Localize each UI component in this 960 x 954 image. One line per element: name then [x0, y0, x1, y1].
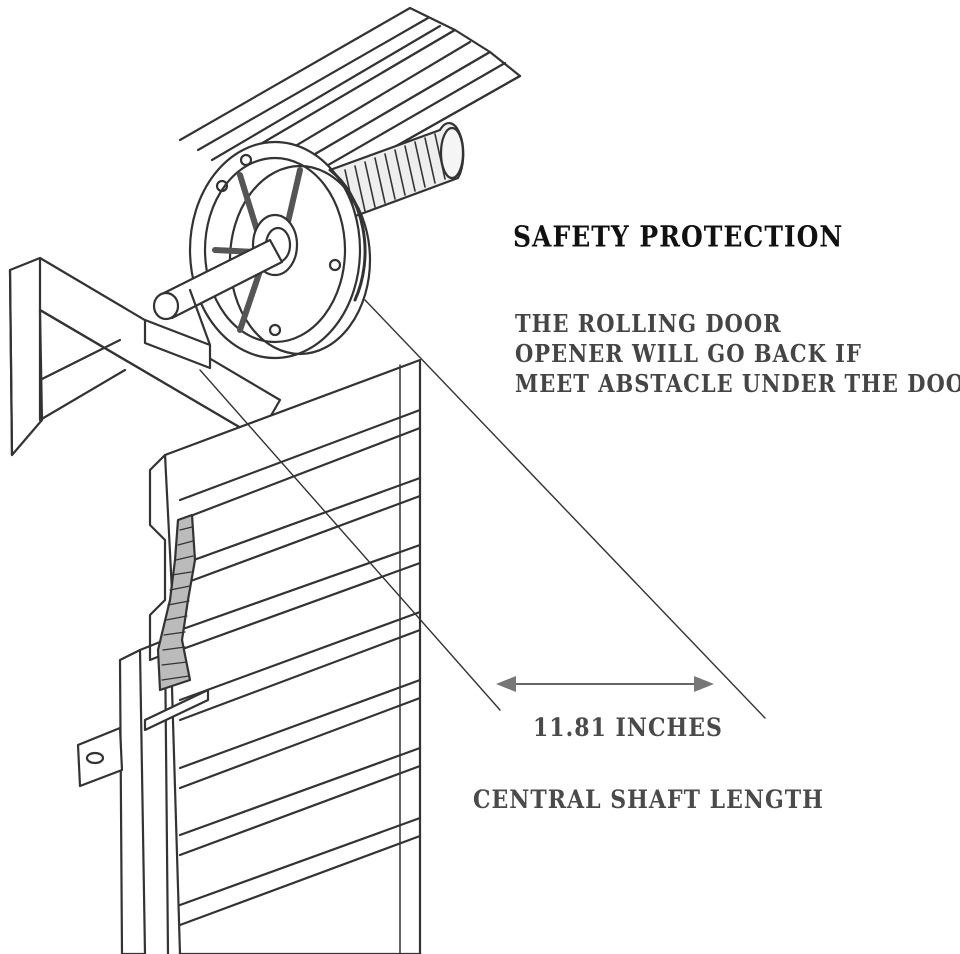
description-line: THE ROLLING DOOR [515, 309, 782, 338]
safety-protection-title: SAFETY PROTECTION [513, 220, 844, 254]
description-line: MEET ABSTACLE UNDER THE DOOR. [515, 368, 960, 398]
shaft-length-measurement: 11.81 INCHES [533, 713, 723, 743]
threaded-shaft [328, 122, 465, 220]
door-curtain [148, 358, 422, 954]
shaft-length-leader-lines [199, 299, 766, 719]
arrow-head-left [496, 676, 516, 692]
axle-pin [152, 238, 284, 321]
arrow-head-right [694, 676, 714, 692]
drum-wheel [188, 140, 372, 360]
brush-seal [156, 513, 197, 692]
description-line: OPENER WILL GO BACK IF [515, 338, 862, 368]
safety-description: THE ROLLING DOOR OPENER WILL GO BACK IF … [515, 309, 960, 399]
shaft-length-caption: CENTRAL SHAFT LENGTH [473, 785, 824, 815]
guide-rail [76, 638, 210, 954]
mounting-bracket [8, 256, 282, 457]
